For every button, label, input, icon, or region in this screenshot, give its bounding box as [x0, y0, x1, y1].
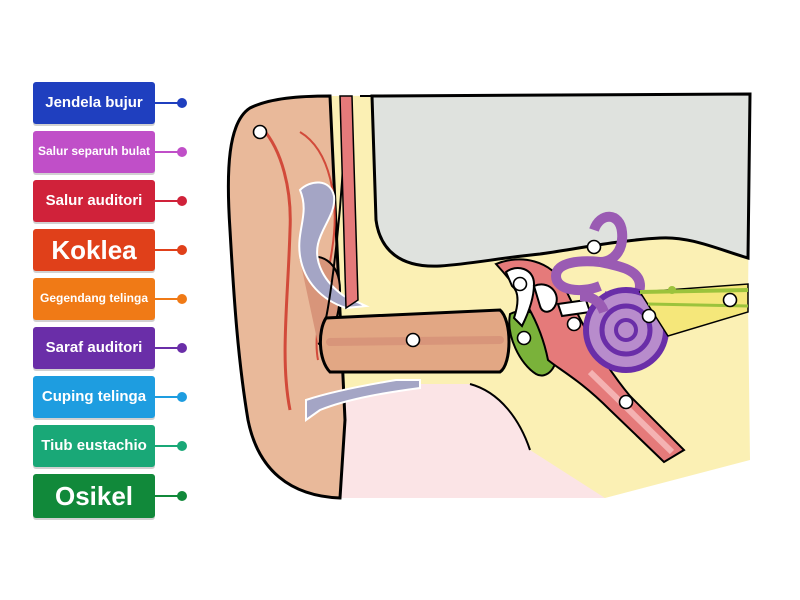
drop-point-p3[interactable] [512, 276, 528, 292]
label-connector [155, 249, 180, 251]
label-tile-osikel[interactable]: Osikel [33, 474, 155, 518]
drop-point-p6[interactable] [405, 332, 421, 348]
label-anchor-dot[interactable] [177, 245, 187, 255]
drop-point-p1[interactable] [252, 124, 268, 140]
label-anchor-dot[interactable] [177, 491, 187, 501]
label-anchor-dot[interactable] [177, 98, 187, 108]
label-connector [155, 298, 180, 300]
label-tile-cuping-telinga[interactable]: Cuping telinga [33, 376, 155, 418]
label-connector [155, 445, 180, 447]
label-connector [155, 200, 180, 202]
label-anchor-dot[interactable] [177, 196, 187, 206]
label-anchor-dot[interactable] [177, 343, 187, 353]
drop-points [252, 124, 738, 410]
label-tile-tiub-eustachio[interactable]: Tiub eustachio [33, 425, 155, 467]
inner-ear [550, 211, 669, 373]
label-connector [155, 102, 180, 104]
label-tile-koklea[interactable]: Koklea [33, 229, 155, 271]
label-tile-saraf-auditori[interactable]: Saraf auditori [33, 327, 155, 369]
label-tile-salur-auditori[interactable]: Salur auditori [33, 180, 155, 222]
drop-point-p2[interactable] [586, 239, 602, 255]
drop-point-p4[interactable] [641, 308, 657, 324]
lower-soft-tissue [300, 383, 605, 498]
label-anchor-dot[interactable] [177, 294, 187, 304]
label-connector [155, 396, 180, 398]
label-tile-jendela-bujur[interactable]: Jendela bujur [33, 82, 155, 124]
label-connector [155, 151, 180, 153]
label-connector [155, 495, 180, 497]
label-connector [155, 347, 180, 349]
label-anchor-dot[interactable] [177, 392, 187, 402]
drop-point-p7[interactable] [516, 330, 532, 346]
drop-point-p5[interactable] [722, 292, 738, 308]
label-tile-gegendang-telinga[interactable]: Gegendang telinga [33, 278, 155, 320]
label-tile-salur-separuh-bulat[interactable]: Salur separuh bulat [33, 131, 155, 173]
drop-point-p8[interactable] [566, 316, 582, 332]
label-anchor-dot[interactable] [177, 441, 187, 451]
drop-point-p9[interactable] [618, 394, 634, 410]
label-anchor-dot[interactable] [177, 147, 187, 157]
auditory-nerve [638, 283, 749, 337]
